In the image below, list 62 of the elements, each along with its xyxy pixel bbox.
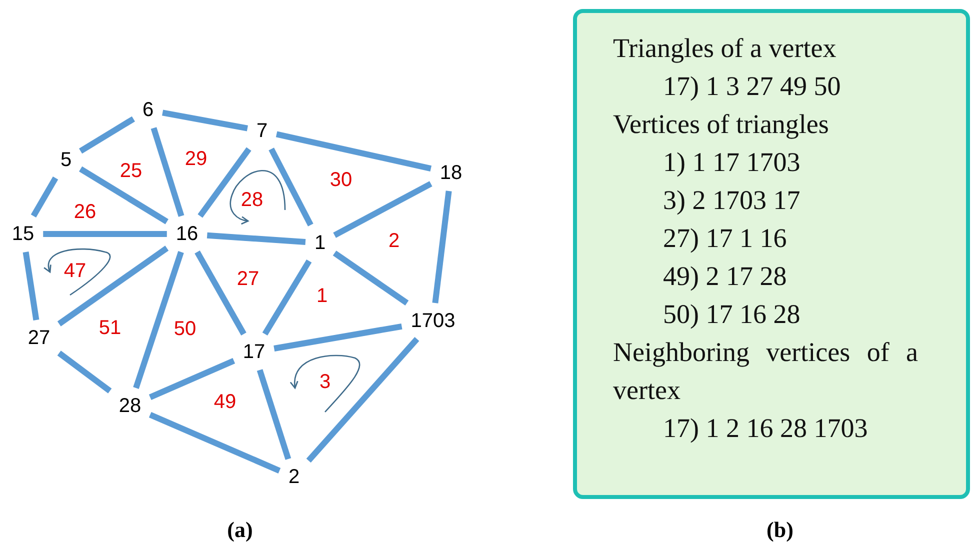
edge-line: [148, 412, 281, 474]
edge-line: [262, 259, 312, 336]
vertex-label: 27: [28, 328, 50, 348]
vertex-label: 6: [142, 100, 154, 120]
edge-line: [43, 231, 167, 237]
edge-line: [148, 358, 236, 400]
panel-caption: (a): [227, 517, 253, 543]
edge-line: [274, 323, 402, 352]
triangle-number: 51: [98, 318, 122, 338]
triangle-number: 26: [74, 202, 96, 222]
edge-line: [30, 176, 58, 218]
vertex-label: 7: [256, 121, 268, 141]
edge-line: [150, 127, 184, 217]
edge-line: [432, 190, 452, 304]
edge-line: [333, 181, 432, 238]
vertex-label: 16: [176, 224, 198, 244]
edge-line: [256, 369, 292, 460]
triangle-number: 27: [236, 269, 260, 289]
vertex-label: 28: [118, 396, 142, 416]
triangle-number: 47: [64, 261, 86, 281]
edge-line: [306, 337, 420, 463]
edge-line: [57, 350, 112, 394]
edge-line: [22, 252, 40, 320]
edge-line: [276, 131, 432, 172]
panel-text: Vertices of triangles: [613, 108, 829, 141]
vertex-label: 15: [12, 224, 34, 244]
triangle-number: 1: [316, 286, 328, 306]
vertex-label: 17: [242, 342, 266, 362]
panel-text: 1) 1 17 1703: [663, 146, 800, 179]
triangle-number: 50: [174, 319, 196, 339]
panel-text: Neighboring vertices of a vertex: [613, 336, 918, 407]
edge-line: [198, 147, 252, 218]
triangle-number: 3: [319, 372, 331, 392]
edge-line: [57, 246, 169, 326]
edge-line: [79, 116, 135, 154]
triangle-number: 49: [214, 392, 236, 412]
text-panel: [573, 9, 970, 499]
panel-text: 49) 2 17 28: [663, 260, 787, 293]
edge-line: [206, 232, 306, 245]
panel-text: 3) 2 1703 17: [663, 184, 800, 217]
edge-line: [194, 250, 246, 336]
vertex-label: 5: [60, 150, 72, 170]
triangle-number: 29: [184, 149, 208, 169]
edge-line: [133, 251, 184, 389]
vertex-label: 1703: [410, 311, 456, 331]
panel-text: 27) 17 1 16: [663, 222, 787, 255]
triangle-number: 30: [330, 170, 352, 190]
triangle-number: 25: [120, 161, 142, 181]
triangle-number: 28: [240, 190, 264, 210]
vertex-label: 1: [314, 233, 326, 253]
panel-text: 50) 17 16 28: [663, 298, 800, 331]
edge-line: [79, 166, 168, 224]
edge-line: [332, 250, 409, 306]
triangle-number: 2: [388, 231, 400, 251]
edge-line: [162, 110, 248, 132]
panel-text: 17) 1 3 27 49 50: [663, 70, 841, 103]
vertex-label: 2: [288, 467, 300, 487]
panel-text: 17) 1 2 16 28 1703: [663, 412, 868, 445]
panel-caption: (b): [766, 517, 794, 543]
edge-line: [268, 148, 314, 226]
vertex-label: 18: [440, 163, 462, 183]
panel-text: Triangles of a vertex: [613, 32, 836, 65]
